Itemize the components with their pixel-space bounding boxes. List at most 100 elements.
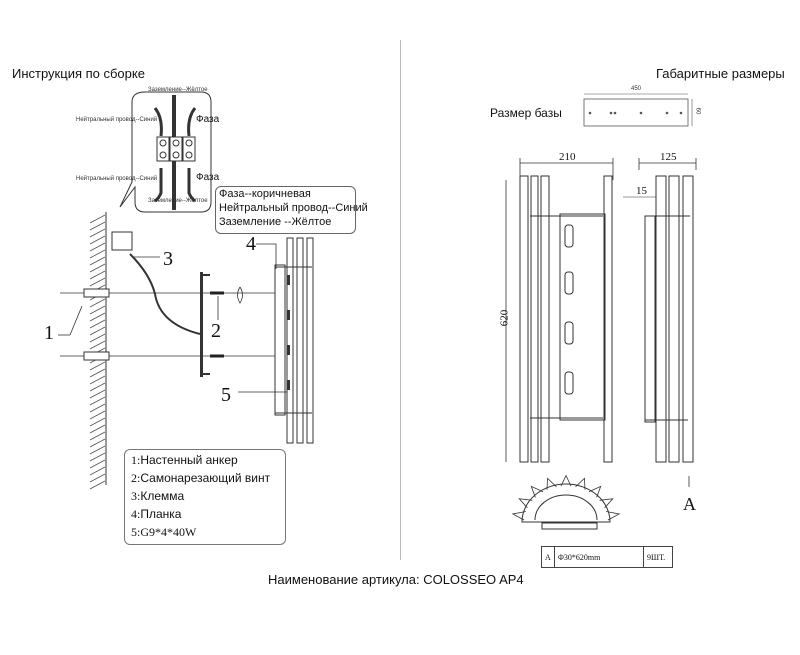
spike — [575, 477, 586, 490]
dimensions-title: Габаритные размеры — [656, 66, 785, 81]
hatch-line — [89, 242, 106, 252]
hatch-line — [89, 333, 106, 343]
hatch-line — [89, 319, 106, 329]
callout-4: 4 — [246, 233, 256, 255]
base-holes — [588, 111, 683, 115]
callout-1: 1 — [44, 322, 54, 344]
hatch-line — [89, 361, 106, 371]
front-tubes — [519, 175, 613, 463]
spike — [518, 498, 533, 509]
hatch-line — [89, 214, 106, 224]
phase-label-bottom: Фаза — [196, 172, 220, 183]
spec-table: A Φ30*620mm 9ШТ. — [541, 546, 673, 568]
base-height-dim: 60 — [694, 107, 701, 115]
legend-item: 1:Настенный анкер — [131, 453, 238, 467]
front-backplate — [559, 213, 606, 421]
hatch-line — [89, 431, 106, 441]
hatch-line — [89, 445, 106, 455]
hatch-line — [89, 305, 106, 315]
wall-anchor-bottom — [83, 351, 110, 361]
phase-wire-top — [187, 107, 197, 137]
legend-item: 4:Планка — [131, 507, 182, 521]
rotate-arrow-icon — [237, 286, 243, 304]
spec-qty: 9ШТ. — [647, 552, 666, 562]
height-dim: 620 — [498, 309, 511, 327]
spec-size: Φ30*620mm — [555, 547, 644, 567]
hatch-line — [89, 375, 106, 385]
hatch-line — [89, 326, 106, 336]
legend-item: 2:Самонарезающий винт — [131, 471, 271, 485]
hatch-line — [89, 459, 106, 469]
hatch-line — [89, 228, 106, 238]
callout-3: 3 — [163, 248, 173, 270]
spike — [530, 485, 544, 498]
hatch-line — [89, 312, 106, 322]
hatch-line — [89, 221, 106, 231]
mounting-plate — [200, 272, 203, 377]
wire-color-box: Фаза--коричневая Нейтральный провод--Син… — [215, 186, 368, 234]
hatch-line — [89, 389, 106, 399]
neutral-wire-bottom — [154, 168, 163, 203]
spike — [511, 511, 526, 521]
wall-anchor-top — [83, 288, 110, 298]
power-cable — [129, 253, 201, 335]
side-backplate — [644, 215, 656, 423]
hatch-line — [89, 235, 106, 245]
wiring-inset-bubble — [119, 91, 212, 213]
legend-item: 3:Клемма — [131, 489, 185, 503]
hatch-line — [89, 249, 106, 259]
article-name: Наименование артикула: COLOSSEO AP4 — [268, 572, 524, 587]
hatch-line — [89, 438, 106, 448]
bulbs-side — [287, 275, 290, 390]
neutral-wire-top — [153, 107, 163, 137]
view-a-label: A — [683, 494, 696, 514]
hatch-line — [89, 410, 106, 420]
ground-label-bottom: Заземление--Жёлтое — [148, 198, 208, 204]
width-dim: 210 — [559, 151, 576, 163]
front-bulbs — [564, 224, 574, 395]
callout-2: 2 — [211, 320, 221, 342]
panel-divider — [400, 40, 401, 560]
view-a-halfdisc — [521, 483, 611, 523]
view-a-spikes — [511, 474, 621, 521]
legend-item: 5:G9*4*40W — [131, 525, 197, 539]
base-plate — [583, 98, 689, 127]
assembly-title: Инструкция по сборке — [12, 66, 145, 81]
offset-dim: 15 — [636, 185, 647, 197]
neutral-label-bottom: Нейтральный провод--Синий — [76, 176, 158, 182]
hatch-line — [89, 340, 106, 350]
terminal-clamp — [111, 231, 133, 251]
phase-label-top: Фаза — [196, 114, 220, 125]
callout-5: 5 — [221, 384, 231, 406]
ground-label-top: Заземление--Жёлтое — [148, 87, 208, 93]
hatch-line — [89, 277, 106, 287]
hatch-line — [89, 424, 106, 434]
hatch-line — [89, 263, 106, 273]
hatch-line — [89, 480, 106, 490]
hatch-line — [89, 382, 106, 392]
hatch-line — [89, 403, 106, 413]
wire-color-phase: Фаза--коричневая — [219, 188, 311, 200]
fixture-backplate — [274, 264, 286, 416]
wire-color-neutral: Нейтральный провод--Синий — [219, 202, 368, 214]
base-size-label: Размер базы — [490, 106, 562, 120]
spike — [546, 477, 557, 490]
hatch-line — [89, 466, 106, 476]
spike — [606, 511, 621, 521]
hatch-line — [89, 452, 106, 462]
hatch-line — [89, 270, 106, 280]
hatch-line — [89, 417, 106, 427]
phase-wire-bottom — [187, 168, 196, 203]
spike — [560, 474, 572, 487]
spike — [588, 485, 602, 498]
parts-legend: 1:Настенный анкер 2:Самонарезающий винт … — [124, 449, 286, 545]
wire-color-ground: Заземление --Жёлтое — [219, 216, 332, 228]
wall-hatching — [89, 214, 106, 490]
spike — [599, 498, 614, 509]
hatch-line — [89, 473, 106, 483]
neutral-label-top: Нейтральный провод--Синий — [76, 117, 158, 123]
hatch-line — [89, 396, 106, 406]
spec-marker: A — [542, 547, 555, 567]
hatch-line — [89, 368, 106, 378]
